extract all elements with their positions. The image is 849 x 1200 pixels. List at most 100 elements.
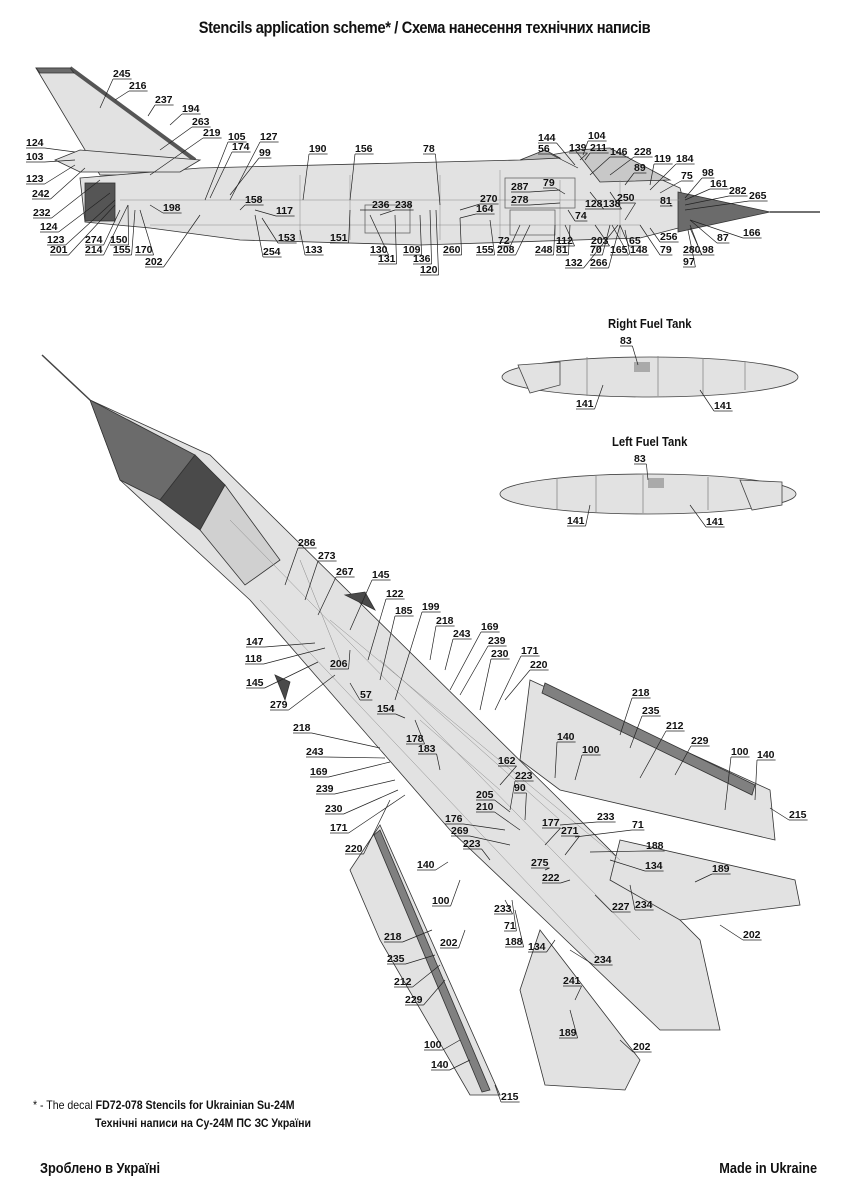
stencil-callout: 56 bbox=[538, 143, 550, 155]
leader-line bbox=[149, 204, 182, 214]
leader-line bbox=[459, 203, 499, 211]
stencil-callout: 218 bbox=[293, 722, 311, 734]
leader-line bbox=[624, 172, 647, 186]
stencil-callout: 141 bbox=[714, 400, 732, 412]
leader-line bbox=[254, 209, 295, 217]
stencil-callout: 151 bbox=[330, 232, 348, 244]
leader-line bbox=[424, 1039, 461, 1051]
stencil-callout: 210 bbox=[476, 801, 494, 813]
leader-line bbox=[254, 214, 282, 258]
leader-line bbox=[26, 147, 76, 153]
leader-line bbox=[531, 867, 550, 871]
leader-line bbox=[563, 985, 582, 1001]
leader-line bbox=[229, 157, 272, 196]
leader-line bbox=[610, 224, 629, 256]
leader-line bbox=[451, 835, 511, 846]
leader-line bbox=[619, 697, 651, 736]
stencil-callout: 254 bbox=[263, 246, 281, 258]
stencil-callout: 223 bbox=[463, 838, 481, 850]
stencil-callout: 134 bbox=[645, 860, 663, 872]
footnote-ukrainian: Технічні написи на Су-24М ПС ЗС України bbox=[95, 1116, 311, 1130]
leader-line bbox=[284, 547, 317, 586]
stencil-callout: 141 bbox=[576, 398, 594, 410]
stencil-callout: 188 bbox=[646, 840, 664, 852]
stencil-callout: 279 bbox=[270, 699, 288, 711]
stencil-callout: 100 bbox=[731, 746, 749, 758]
stencil-callout: 212 bbox=[394, 976, 412, 988]
stencil-callout: 278 bbox=[511, 194, 529, 206]
leader-line bbox=[306, 756, 386, 759]
stencil-callout: 166 bbox=[743, 227, 761, 239]
leader-line bbox=[754, 759, 776, 801]
stencil-callout: 232 bbox=[33, 207, 51, 219]
stencil-callout: 162 bbox=[498, 755, 516, 767]
stencil-callout: 233 bbox=[494, 903, 512, 915]
leader-line bbox=[724, 756, 750, 811]
leader-line bbox=[394, 611, 441, 701]
stencil-callout: 243 bbox=[306, 746, 324, 758]
leader-line bbox=[406, 719, 425, 745]
stencil-callout: 90 bbox=[514, 782, 526, 794]
leader-line bbox=[699, 389, 733, 412]
stencil-callout: 234 bbox=[635, 899, 653, 911]
leader-line bbox=[325, 789, 399, 815]
leader-line bbox=[617, 202, 636, 221]
stencil-callout: 220 bbox=[345, 843, 363, 855]
leader-line bbox=[689, 227, 715, 256]
leader-line bbox=[574, 829, 645, 838]
stencil-callout: 97 bbox=[683, 256, 695, 268]
leader-line bbox=[476, 799, 511, 813]
stencil-callout: 145 bbox=[372, 569, 390, 581]
leader-line bbox=[494, 655, 540, 711]
stencil-callout: 185 bbox=[395, 605, 413, 617]
stencil-callout: 235 bbox=[387, 953, 405, 965]
stencil-callout: 189 bbox=[712, 863, 730, 875]
leader-line bbox=[394, 964, 441, 988]
leader-line bbox=[50, 204, 116, 256]
leader-line bbox=[379, 209, 414, 216]
stencil-callout: 141 bbox=[567, 515, 585, 527]
leader-line bbox=[459, 645, 507, 696]
stencil-callout: 190 bbox=[309, 143, 327, 155]
stencil-callout: 89 bbox=[634, 162, 646, 174]
leader-line bbox=[649, 163, 695, 191]
leader-line bbox=[85, 209, 121, 246]
leader-line bbox=[316, 779, 396, 795]
leader-line bbox=[349, 682, 373, 701]
leader-line bbox=[542, 879, 571, 884]
stencil-callout: 161 bbox=[710, 178, 728, 190]
stencil-callout: 70 bbox=[590, 244, 602, 256]
stencil-callout: 87 bbox=[717, 232, 729, 244]
leader-line bbox=[246, 661, 319, 689]
leader-line bbox=[403, 214, 422, 256]
right-fuel-tank-title: Right Fuel Tank bbox=[608, 317, 692, 331]
leader-line bbox=[639, 730, 685, 779]
stencil-callout: 274 bbox=[85, 234, 103, 246]
leader-line bbox=[538, 153, 579, 169]
stencil-callout: 136 bbox=[413, 253, 431, 265]
leader-line bbox=[684, 177, 715, 199]
stencil-callout: 148 bbox=[630, 244, 648, 256]
leader-line bbox=[317, 576, 355, 616]
stencil-callout: 104 bbox=[588, 130, 606, 142]
stencil-callout: 100 bbox=[582, 744, 600, 756]
stencil-callout: 256 bbox=[660, 231, 678, 243]
footnote-decal: FD72-078 Stencils for Ukrainian Su-24M bbox=[95, 1098, 295, 1112]
stencil-callout: 132 bbox=[565, 257, 583, 269]
stencil-callout: 176 bbox=[445, 813, 463, 825]
stencil-callout: 156 bbox=[355, 143, 373, 155]
stencil-callout: 178 bbox=[406, 733, 424, 745]
stencil-callout: 131 bbox=[378, 253, 396, 265]
stencil-callout: 147 bbox=[246, 636, 264, 648]
stencil-callout: 218 bbox=[384, 931, 402, 943]
stencil-callout: 215 bbox=[501, 1091, 519, 1103]
stencil-callout: 130 bbox=[370, 244, 388, 256]
leader-line bbox=[511, 189, 561, 193]
left-fuel-tank-title: Left Fuel Tank bbox=[612, 435, 688, 449]
stencil-callout: 236 bbox=[372, 199, 390, 211]
stencil-callout: 203 bbox=[591, 235, 609, 247]
stencil-callout: 273 bbox=[318, 550, 336, 562]
leader-line bbox=[591, 224, 610, 247]
